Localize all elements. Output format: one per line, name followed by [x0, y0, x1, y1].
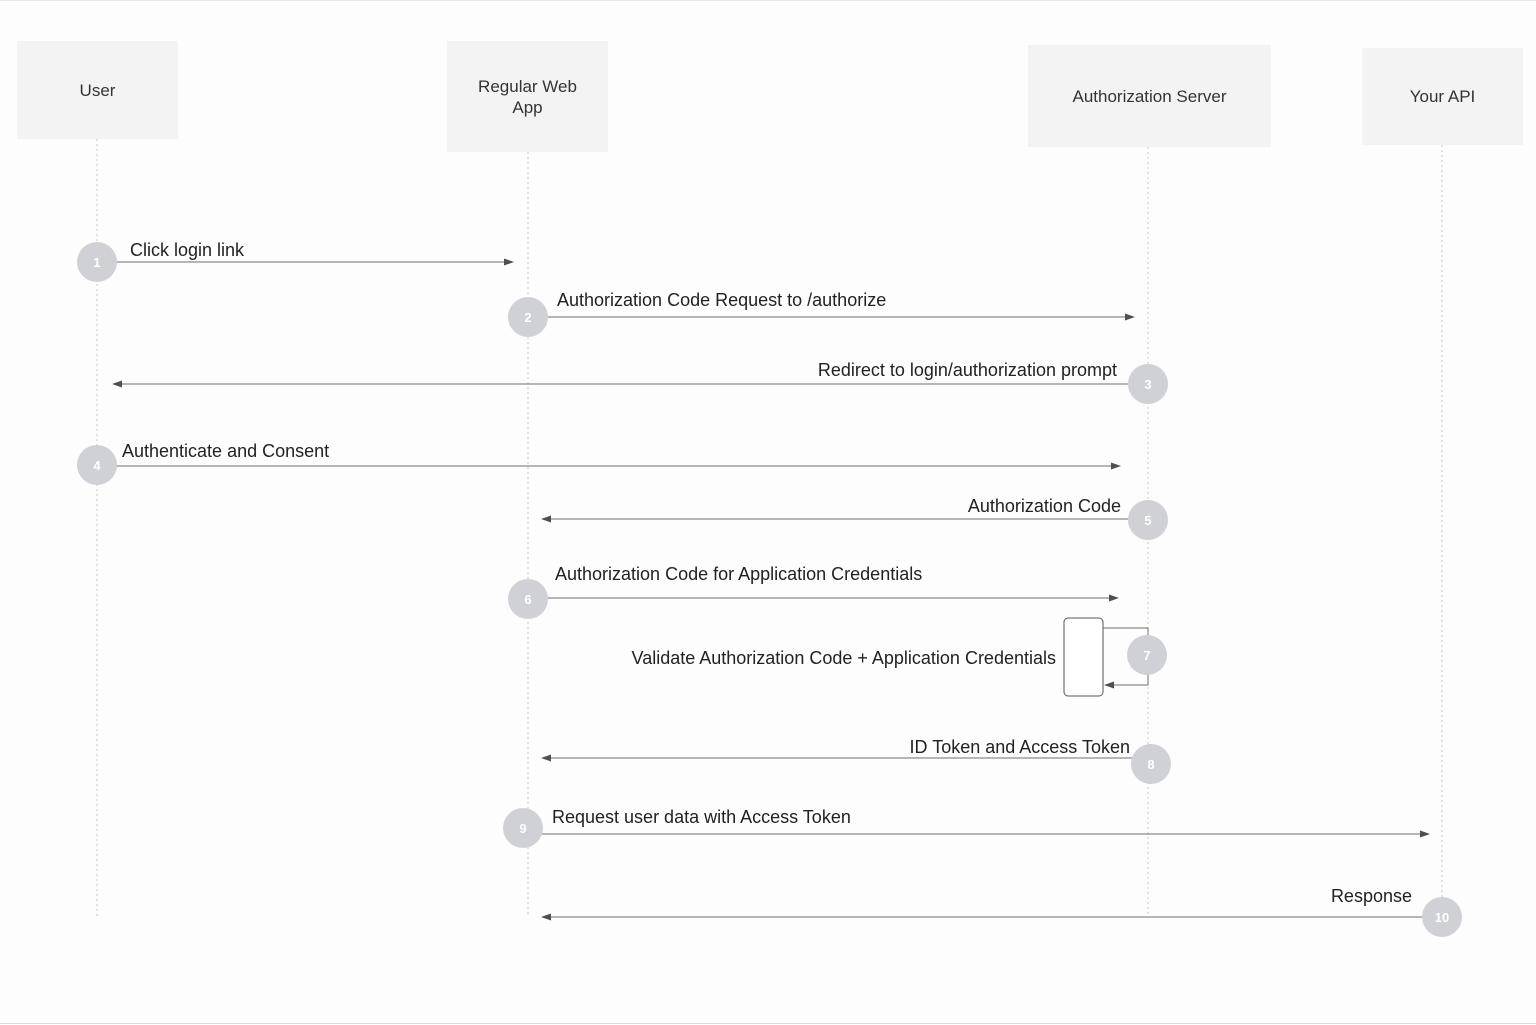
step-8-message: ID Token and Access Token 8: [541, 737, 1171, 784]
step-3-message: Redirect to login/authorization prompt 3: [112, 360, 1168, 404]
activation-box: [1063, 617, 1104, 697]
step-number: 4: [93, 458, 101, 473]
step-10-message: Response 10: [541, 886, 1462, 937]
participant-regular-web-app: Regular Web App: [447, 41, 608, 152]
step-badge: [1131, 744, 1171, 784]
message-label: Authorization Code: [968, 496, 1121, 516]
message-label: ID Token and Access Token: [910, 737, 1130, 757]
step-badge: [508, 297, 548, 337]
step-number: 8: [1147, 757, 1154, 772]
participant-label: User: [79, 80, 116, 100]
step-1-message: Click login link 1: [77, 240, 514, 282]
step-badge: [1128, 500, 1168, 540]
step-badge: [508, 579, 548, 619]
message-label: Validate Authorization Code + Applicatio…: [632, 648, 1056, 668]
message-label: Authorization Code Request to /authorize: [557, 290, 886, 310]
step-4-message: Authenticate and Consent 4: [77, 441, 1121, 485]
message-label: Response: [1331, 886, 1412, 906]
arrowhead-right: [1420, 830, 1430, 838]
step-number: 1: [93, 255, 100, 270]
arrowhead-left: [541, 754, 551, 762]
step-number: 9: [519, 821, 526, 836]
arrowhead-left: [541, 515, 551, 523]
message-label: Authorization Code for Application Crede…: [555, 564, 922, 584]
participant-label: Regular Web App: [478, 76, 577, 117]
step-number: 6: [524, 592, 531, 607]
message-label: Click login link: [130, 240, 245, 260]
step-7-self-message: Validate Authorization Code + Applicatio…: [632, 617, 1167, 697]
participant-label: Authorization Server: [1072, 86, 1227, 106]
arrowhead-right: [1109, 594, 1119, 602]
step-badge: [77, 445, 117, 485]
arrowhead-right: [1125, 313, 1135, 321]
step-6-message: Authorization Code for Application Crede…: [508, 564, 1119, 619]
step-number: 2: [524, 310, 531, 325]
participant-your-api: Your API: [1362, 48, 1523, 145]
participant-label: Your API: [1409, 87, 1476, 106]
step-badge: [77, 242, 117, 282]
message-label: Redirect to login/authorization prompt: [818, 360, 1117, 380]
step-5-message: Authorization Code 5: [541, 496, 1168, 540]
participant-authorization-server: Authorization Server: [1028, 45, 1271, 147]
arrowhead-right: [1111, 462, 1121, 470]
arrowhead-left: [112, 380, 122, 388]
step-badge: [1422, 897, 1462, 937]
step-number: 5: [1144, 513, 1151, 528]
step-number: 7: [1143, 648, 1150, 663]
step-number: 10: [1435, 910, 1449, 925]
arrowhead-left: [541, 913, 551, 921]
step-number: 3: [1144, 377, 1151, 392]
step-badge: [1127, 635, 1167, 675]
step-9-message: Request user data with Access Token 9: [503, 807, 1430, 848]
arrowhead-right: [504, 258, 514, 266]
step-2-message: Authorization Code Request to /authorize…: [508, 290, 1135, 337]
message-label: Request user data with Access Token: [552, 807, 851, 827]
message-label: Authenticate and Consent: [122, 441, 329, 461]
step-badge: [1128, 364, 1168, 404]
arrowhead-left: [1104, 681, 1114, 689]
participant-user: User: [17, 41, 178, 139]
step-badge: [503, 808, 543, 848]
